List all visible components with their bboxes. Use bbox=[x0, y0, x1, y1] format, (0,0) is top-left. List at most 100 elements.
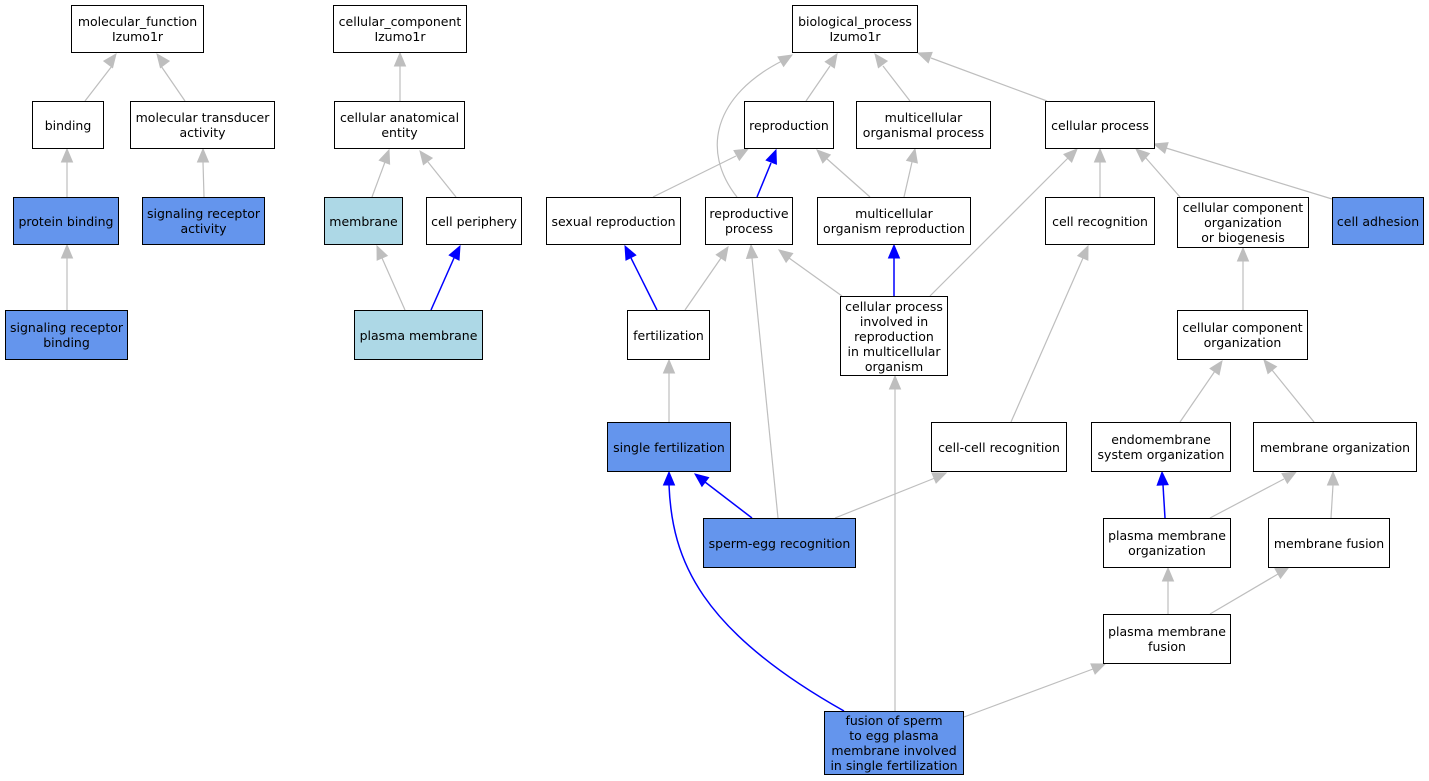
arrowhead-fusion-to-single-fertilization bbox=[662, 470, 676, 486]
node-fertilization[interactable]: fertilization bbox=[627, 310, 710, 360]
arrowhead-endomembrane-to-cco bbox=[1209, 359, 1223, 376]
node-reproduction[interactable]: reproduction bbox=[744, 101, 834, 149]
edge-ccob-to-cellular-process bbox=[1144, 156, 1181, 198]
node-membrane-organization[interactable]: membrane organization bbox=[1253, 422, 1417, 472]
edge-cpir-to-reproductive-process bbox=[788, 257, 843, 297]
node-molecular-transducer-activity[interactable]: molecular transducer activity bbox=[130, 101, 275, 149]
arrowhead-membrane-fusion-to-membrane-organization bbox=[1326, 470, 1340, 486]
arrowhead-receptor-activity-to-transducer bbox=[196, 147, 210, 163]
arrowhead-organism-reproduction-to-reproduction bbox=[816, 149, 832, 164]
node-membrane[interactable]: membrane bbox=[324, 197, 403, 245]
edge-sperm-egg-to-single-fertilization bbox=[704, 481, 753, 519]
node-molecular-function[interactable]: molecular_function Izumo1r bbox=[71, 5, 204, 53]
edge-organism-reproduction-to-reproduction bbox=[825, 157, 871, 198]
arrowhead-fusion-to-cpir bbox=[888, 374, 902, 390]
node-cell-periphery[interactable]: cell periphery bbox=[426, 197, 522, 245]
edge-fertilization-to-sexual-reproduction bbox=[630, 257, 658, 311]
arrowhead-ccob-to-cellular-process bbox=[1135, 148, 1151, 163]
arrowhead-fertilization-to-reproductive-process bbox=[715, 245, 729, 262]
edge-fusion-to-pmf bbox=[963, 668, 1094, 718]
arrowhead-reproduction-to-biological-process bbox=[824, 52, 838, 69]
node-cellular-process-involved-in-reproduction[interactable]: cellular process involved in reproductio… bbox=[840, 296, 948, 376]
arrowhead-cellular-process-to-biological-process bbox=[916, 51, 933, 64]
arrowhead-cpir-to-cellular-process bbox=[1063, 148, 1078, 163]
edge-adhesion-to-cellular-process bbox=[1165, 147, 1333, 200]
arrowhead-cpir-to-organism-reproduction bbox=[887, 243, 901, 259]
edge-reproduction-to-biological-process bbox=[805, 65, 831, 102]
edge-membrane-fusion-to-membrane-organization bbox=[1330, 484, 1334, 519]
node-fusion-of-sperm-to-egg[interactable]: fusion of sperm to egg plasma membrane i… bbox=[824, 711, 964, 775]
node-sperm-egg-recognition[interactable]: sperm-egg recognition bbox=[703, 518, 856, 568]
arrowhead-protein-binding-to-binding bbox=[60, 147, 74, 163]
arrowhead-pmf-to-pmo bbox=[1161, 566, 1175, 582]
node-cell-recognition[interactable]: cell recognition bbox=[1045, 197, 1155, 245]
arrowhead-pmo-to-membrane-organization bbox=[1281, 471, 1298, 485]
arrowhead-cell-cell-recognition-to-cell-recognition bbox=[1076, 244, 1089, 261]
edge-plasma-membrane-to-periphery bbox=[430, 257, 455, 311]
edge-sexual-reproduction-to-reproduction bbox=[652, 155, 737, 198]
node-signaling-receptor-activity[interactable]: signaling receptor activity bbox=[142, 197, 265, 245]
node-cellular-component-organization-or-biogenesis[interactable]: cellular component organization or bioge… bbox=[1177, 197, 1309, 248]
edge-binding-to-molecular-function bbox=[84, 65, 113, 102]
arrowhead-pmo-to-endomembrane bbox=[1156, 470, 1169, 486]
arrowhead-sperm-egg-to-reproductive-process bbox=[745, 243, 759, 259]
arrowhead-pmf-to-membrane-fusion bbox=[1274, 566, 1291, 580]
node-plasma-membrane-fusion[interactable]: plasma membrane fusion bbox=[1103, 614, 1231, 664]
node-cellular-component-organization[interactable]: cellular component organization bbox=[1177, 310, 1308, 360]
node-plasma-membrane-organization[interactable]: plasma membrane organization bbox=[1103, 518, 1231, 568]
arrowhead-transducer-to-molecular-function bbox=[156, 52, 171, 69]
node-cell-cell-recognition[interactable]: cell-cell recognition bbox=[931, 422, 1067, 472]
node-reproductive-process[interactable]: reproductive process bbox=[705, 197, 793, 245]
edge-cell-cell-recognition-to-cell-recognition bbox=[1010, 257, 1084, 423]
edge-reproductive-process-to-biological-process bbox=[716, 60, 783, 198]
node-endomembrane-system-organization[interactable]: endomembrane system organization bbox=[1091, 422, 1231, 472]
node-multicellular-organismal-process[interactable]: multicellular organismal process bbox=[856, 101, 991, 149]
arrowhead-adhesion-to-cellular-process bbox=[1152, 142, 1169, 155]
arrowhead-plasma-membrane-to-membrane bbox=[376, 244, 389, 261]
arrowhead-reproductive-process-to-biological-process bbox=[777, 54, 794, 68]
edge-membrane-organization-to-cco bbox=[1271, 369, 1315, 423]
edge-pmo-to-membrane-organization bbox=[1209, 478, 1285, 519]
arrowhead-single-fertilization-to-fertilization bbox=[662, 358, 676, 374]
arrowhead-cell-recognition-to-cellular-process bbox=[1093, 147, 1107, 163]
edge-cellular-process-to-biological-process bbox=[930, 57, 1048, 102]
node-signaling-receptor-binding[interactable]: signaling receptor binding bbox=[5, 310, 128, 360]
node-protein-binding[interactable]: protein binding bbox=[13, 197, 119, 245]
node-cellular-anatomical-entity[interactable]: cellular anatomical entity bbox=[334, 101, 465, 149]
edge-sperm-egg-to-reproductive-process bbox=[751, 257, 779, 519]
node-plasma-membrane[interactable]: plasma membrane bbox=[354, 310, 483, 360]
edge-fertilization-to-reproductive-process bbox=[684, 257, 722, 311]
node-cellular-component[interactable]: cellular_component Izumo1r bbox=[333, 5, 467, 53]
node-cell-adhesion[interactable]: cell adhesion bbox=[1332, 197, 1424, 245]
edge-fusion-to-single-fertilization bbox=[668, 484, 845, 712]
node-single-fertilization[interactable]: single fertilization bbox=[607, 422, 731, 472]
arrowhead-sperm-egg-to-single-fertilization bbox=[693, 473, 710, 488]
edge-sperm-egg-to-cell-cell-recognition bbox=[834, 477, 936, 519]
arrowhead-anatomical-entity-to-cellular-component bbox=[393, 51, 407, 67]
arrowhead-membrane-to-anatomical-entity bbox=[378, 148, 391, 165]
arrowhead-reproductive-process-to-reproduction bbox=[765, 148, 777, 165]
arrowhead-periphery-to-anatomical-entity bbox=[419, 149, 434, 166]
arrowhead-plasma-membrane-to-periphery bbox=[448, 244, 461, 261]
edge-periphery-to-anatomical-entity bbox=[427, 161, 457, 198]
arrowhead-sperm-egg-to-cell-cell-recognition bbox=[931, 472, 948, 484]
arrowhead-binding-to-molecular-function bbox=[102, 52, 117, 69]
node-cellular-process[interactable]: cellular process bbox=[1045, 101, 1155, 149]
node-biological-process[interactable]: biological_process Izumo1r bbox=[792, 5, 918, 53]
node-binding[interactable]: binding bbox=[32, 101, 104, 149]
edge-pmo-to-endomembrane bbox=[1162, 484, 1166, 519]
arrowhead-sexual-reproduction-to-reproduction bbox=[733, 148, 750, 162]
edge-endomembrane-to-cco bbox=[1179, 370, 1216, 423]
arrowhead-fertilization-to-sexual-reproduction bbox=[624, 244, 637, 261]
node-sexual-reproduction[interactable]: sexual reproduction bbox=[546, 197, 681, 245]
edge-organism-reproduction-to-multicellular bbox=[903, 161, 913, 198]
arrowhead-cpir-to-reproductive-process bbox=[777, 249, 794, 264]
arrowhead-receptor-binding-to-protein-binding bbox=[60, 243, 74, 259]
edge-multicellular-to-biological-process bbox=[882, 65, 911, 102]
node-multicellular-organism-reproduction[interactable]: multicellular organism reproduction bbox=[817, 197, 971, 245]
node-membrane-fusion[interactable]: membrane fusion bbox=[1268, 518, 1390, 568]
edge-reproductive-process-to-reproduction bbox=[756, 162, 772, 198]
arrowhead-cco-to-ccob bbox=[1236, 246, 1250, 262]
arrowhead-membrane-organization-to-cco bbox=[1263, 359, 1278, 375]
